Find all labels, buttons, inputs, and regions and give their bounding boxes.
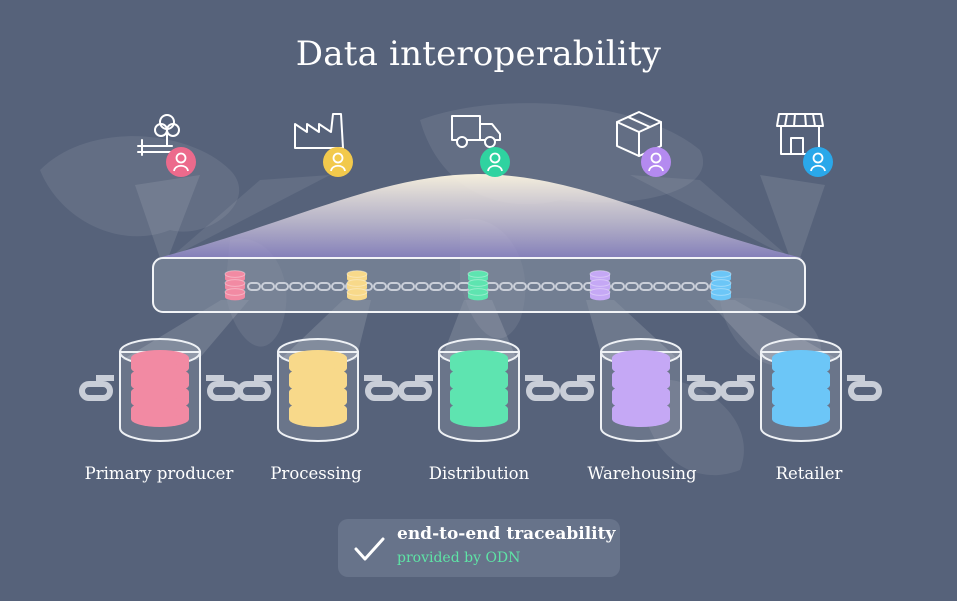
truck-icon [451, 115, 501, 148]
beam-retailer [707, 300, 839, 360]
chain-link [317, 282, 331, 291]
chain-link [667, 282, 681, 291]
user-avatar-icon [166, 147, 196, 177]
chain-link [373, 282, 387, 291]
ledger-db-processing [346, 270, 368, 301]
chain-link [513, 282, 527, 291]
beam-right [760, 175, 825, 258]
chain-link [387, 282, 401, 291]
factory-icon [294, 113, 344, 149]
page-title: Data interoperability [295, 34, 662, 74]
chain-link [275, 282, 289, 291]
chain-link [303, 282, 317, 291]
chain-link [398, 381, 432, 401]
badge-title: end-to-end traceability [397, 524, 616, 544]
beam-left [135, 175, 200, 258]
chain-link [695, 282, 709, 291]
chain-link [365, 381, 399, 401]
database-chain-links [79, 375, 882, 401]
data-beams [122, 175, 839, 360]
tree-and-bench-icon [137, 114, 180, 156]
chain-link [625, 282, 639, 291]
chain-link [541, 282, 555, 291]
traceability-badge [338, 519, 620, 577]
chain-link [415, 282, 429, 291]
database-distribution [438, 338, 520, 442]
database-retailer [760, 338, 842, 442]
chain-link [560, 381, 594, 401]
ledger-db-warehousing [589, 270, 611, 301]
chain-link [289, 282, 303, 291]
beam-processing [280, 300, 371, 360]
box-icon [616, 111, 662, 157]
ledger-db-distribution [467, 270, 489, 301]
chain-link [639, 282, 653, 291]
user-avatar-icon [641, 147, 671, 177]
chain-link [207, 381, 241, 401]
chain-link [499, 282, 513, 291]
chain-link [79, 381, 113, 401]
stage-databases [119, 338, 842, 442]
chain-link [569, 282, 583, 291]
user-avatar-icon [803, 147, 833, 177]
data-pyramid [158, 174, 802, 258]
stage-label-retailer: Retailer [775, 464, 843, 483]
stage-label-distribution: Distribution [428, 464, 530, 483]
chain-link [653, 282, 667, 291]
stage-icons [137, 111, 833, 177]
chain-link [611, 282, 625, 291]
chain-link [261, 282, 275, 291]
ledger-db-retailer [710, 270, 732, 301]
ledger-db-primary-producer [224, 270, 246, 301]
chain-link [688, 381, 722, 401]
chain-link [848, 381, 882, 401]
chain-link [247, 282, 261, 291]
chain-link [527, 282, 541, 291]
beam-primary-producer [122, 300, 249, 360]
badge-subtitle: provided by ODN [397, 550, 521, 566]
ledger-databases [224, 270, 732, 301]
user-avatar-icon [323, 147, 353, 177]
database-warehousing [600, 338, 682, 442]
stage-label-primary-producer: Primary producer [84, 464, 234, 483]
chain-link [237, 381, 271, 401]
user-avatar-icon [480, 147, 510, 177]
chain-link [443, 282, 457, 291]
stage-label-processing: Processing [270, 464, 362, 483]
chain-link [401, 282, 415, 291]
beam-right-2 [630, 175, 790, 258]
chain-link [526, 381, 560, 401]
database-processing [277, 338, 359, 442]
chain-link [555, 282, 569, 291]
database-primary-producer [119, 338, 201, 442]
chain-link [429, 282, 443, 291]
beam-distribution [441, 300, 517, 360]
beam-left-2 [170, 175, 330, 258]
chain-link [331, 282, 345, 291]
chain-link [720, 381, 754, 401]
checkmark-icon [354, 537, 385, 561]
stage-label-warehousing: Warehousing [587, 464, 697, 483]
chain-link [681, 282, 695, 291]
storefront-icon [776, 113, 824, 155]
